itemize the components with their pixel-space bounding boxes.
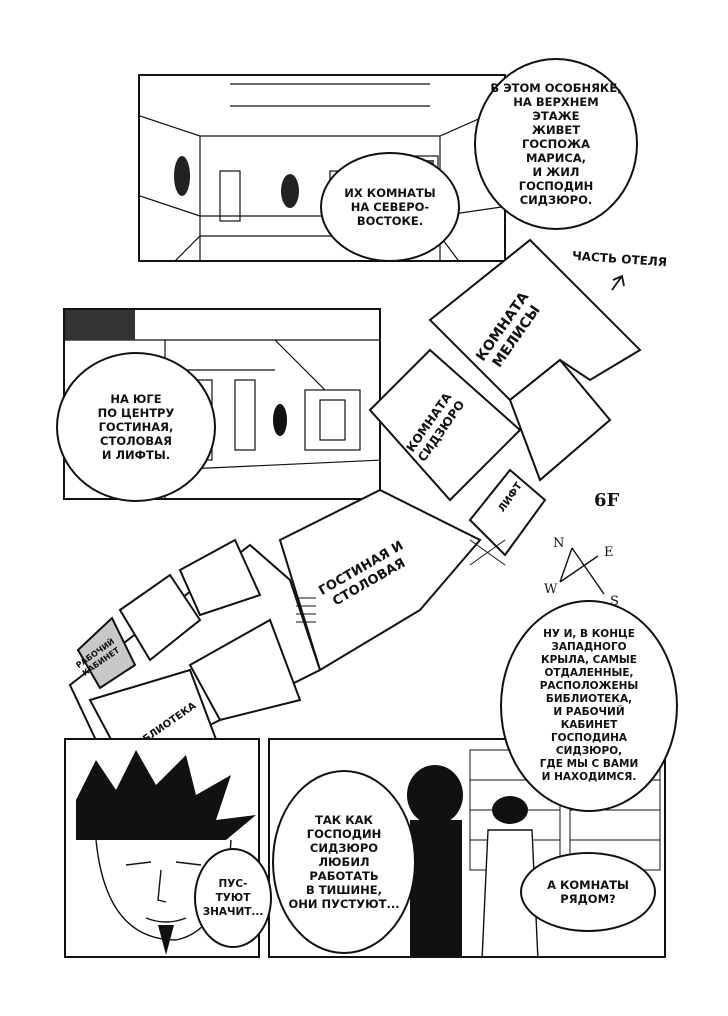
hallway-top-illustration bbox=[140, 83, 504, 260]
room-west-3 bbox=[188, 618, 302, 722]
compass-rose bbox=[559, 547, 605, 595]
compass-n: N bbox=[553, 536, 565, 551]
speech-bubble-bottom-mid: ТАК КАК ГОСПОДИН СИДЗЮРО ЛЮБИЛ РАБОТАТЬ … bbox=[272, 770, 416, 954]
speech-bubble-bottom-left: ПУС- ТУЮТ ЗНАЧИТ... bbox=[194, 848, 272, 948]
room-label-living: ГОСТИНАЯ И СТОЛОВАЯ bbox=[316, 538, 409, 610]
room-west-2 bbox=[178, 538, 262, 617]
compass-w: W bbox=[544, 582, 558, 597]
speech-bubble-left-mid: НА ЮГЕ ПО ЦЕНТРУ ГОСТИНАЯ, СТОЛОВАЯ И ЛИ… bbox=[56, 352, 216, 502]
speech-bubble-right-mid: НУ И, В КОНЦЕ ЗАПАДНОГО КРЫЛА, САМЫЕ ОТД… bbox=[500, 600, 678, 812]
hotel-arrow-icon bbox=[611, 274, 625, 291]
lift-outline bbox=[468, 468, 547, 557]
speech-text-bottom-left: ПУС- ТУЮТ ЗНАЧИТ... bbox=[202, 878, 264, 918]
speech-text-bottom-right: А КОМНАТЫ РЯДОМ? bbox=[547, 878, 629, 906]
speech-text-top-mid: ИХ КОМНАТЫ НА СЕВЕРО- ВОСТОКЕ. bbox=[344, 186, 436, 228]
compass-e: E bbox=[604, 545, 614, 560]
room-west-1 bbox=[118, 573, 202, 662]
right-block-outline bbox=[508, 358, 612, 482]
people-library-illustration bbox=[407, 749, 661, 956]
man-closeup-illustration bbox=[76, 750, 256, 955]
speech-text-right-mid: НУ И, В КОНЦЕ ЗАПАДНОГО КРЫЛА, САМЫЕ ОТД… bbox=[539, 628, 639, 783]
speech-text-left-mid: НА ЮГЕ ПО ЦЕНТРУ ГОСТИНАЯ, СТОЛОВАЯ И ЛИ… bbox=[97, 392, 175, 462]
room-label-lift: ЛИФТ bbox=[496, 480, 525, 515]
compass-s: S bbox=[610, 594, 619, 609]
room-label-shiazuro: КОМНАТА СИДЗЮРО bbox=[403, 390, 468, 465]
room-label-melissa: КОМНАТА МЕЛИСЫ bbox=[473, 289, 544, 371]
hotel-part-label: ЧАСТЬ ОТЕЛЯ bbox=[571, 248, 668, 270]
speech-bubble-top-right: В ЭТОМ ОСОБНЯКЕ, НА ВЕРХНЕМ ЭТАЖЕ ЖИВЕТ … bbox=[474, 58, 638, 230]
speech-bubble-top-mid: ИХ КОМНАТЫ НА СЕВЕРО- ВОСТОКЕ. bbox=[320, 152, 460, 262]
room-label-office: РАБОЧИЙ КАБИНЕТ bbox=[74, 636, 122, 678]
speech-text-bottom-mid: ТАК КАК ГОСПОДИН СИДЗЮРО ЛЮБИЛ РАБОТАТЬ … bbox=[288, 813, 400, 911]
speech-bubble-bottom-right: А КОМНАТЫ РЯДОМ? bbox=[520, 852, 656, 932]
floor-label: 6F bbox=[594, 490, 620, 511]
speech-text-top-right: В ЭТОМ ОСОБНЯКЕ, НА ВЕРХНЕМ ЭТАЖЕ ЖИВЕТ … bbox=[490, 81, 622, 207]
